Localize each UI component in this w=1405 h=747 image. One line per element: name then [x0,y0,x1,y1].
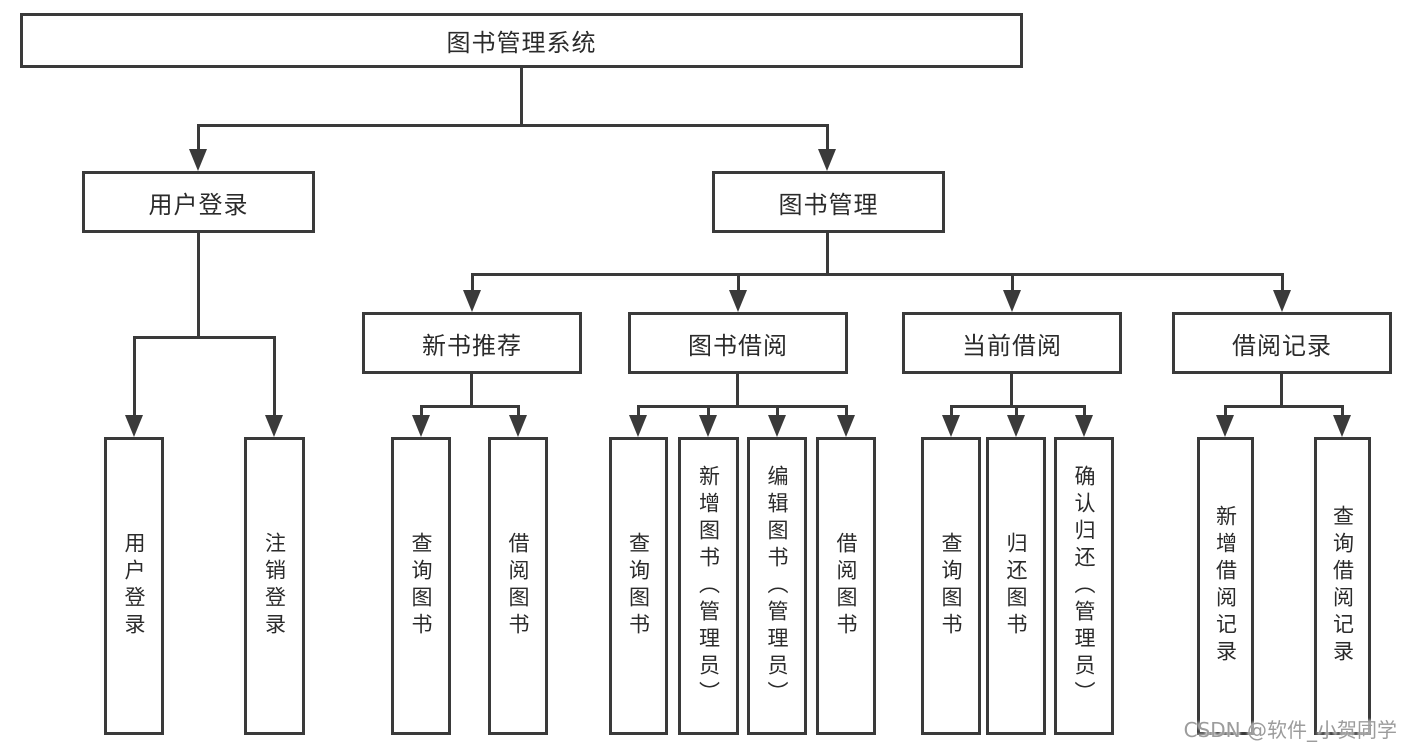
arrow-down-icon [412,415,430,437]
connector-line [1011,273,1014,292]
arrow-down-icon [463,290,481,312]
node-label: 查询图书 [939,532,963,640]
connector-line [517,405,520,417]
leaf-add-books-admin: 新增图书（管理员） [678,437,739,735]
leaf-borrow-books-borrowing: 借阅图书 [816,437,876,735]
node-label: 新增图书（管理员） [696,464,721,708]
node-label: 借阅图书 [506,532,530,640]
connector-line [197,124,829,127]
arrow-down-icon [509,415,527,437]
node-label: 新书推荐 [422,331,522,360]
node-new-book-recommend: 新书推荐 [362,312,582,374]
arrow-down-icon [1075,415,1093,437]
arrow-down-icon [837,415,855,437]
connector-line [133,336,136,417]
connector-line [1010,374,1013,408]
leaf-confirm-return-admin: 确认归还（管理员） [1054,437,1114,735]
connector-line [950,405,1086,408]
node-label: 查询借阅记录 [1330,505,1355,667]
node-label: 注销登录 [262,532,287,640]
node-label: 查询图书 [409,532,433,640]
node-book-management: 图书管理 [712,171,945,233]
leaf-user-login: 用户登录 [104,437,164,735]
connector-line [471,273,1283,276]
connector-line [826,233,829,276]
connector-line [1280,374,1283,408]
node-label: 编辑图书（管理员） [765,464,789,708]
leaf-query-borrow-record: 查询借阅记录 [1314,437,1371,735]
node-label: 确认归还（管理员） [1072,464,1096,708]
arrow-down-icon [1003,290,1021,312]
arrow-down-icon [1007,415,1025,437]
arrow-down-icon [629,415,647,437]
connector-line [776,405,779,417]
arrow-down-icon [265,415,283,437]
node-current-borrowing: 当前借阅 [902,312,1122,374]
connector-line [845,405,848,417]
arrow-down-icon [189,149,207,171]
connector-line [950,405,953,417]
node-label: 借阅图书 [834,532,858,640]
node-label: 用户登录 [148,190,249,219]
leaf-query-books-current: 查询图书 [921,437,981,735]
node-book-borrowing: 图书借阅 [628,312,848,374]
node-label: 图书借阅 [688,331,788,360]
node-label: 归还图书 [1004,532,1028,640]
connector-line [273,336,276,417]
arrow-down-icon [942,415,960,437]
node-label: 新增借阅记录 [1213,505,1238,667]
node-label: 借阅记录 [1232,331,1332,360]
connector-line [1015,405,1018,417]
connector-line [736,374,739,408]
leaf-edit-books-admin: 编辑图书（管理员） [747,437,807,735]
arrow-down-icon [818,149,836,171]
connector-line [470,374,473,408]
connector-line [133,336,276,339]
leaf-return-books: 归还图书 [986,437,1046,735]
arrow-down-icon [729,290,747,312]
watermark: CSDN @软件_小贺同学 [1183,718,1397,742]
connector-line [1224,405,1227,417]
connector-line [707,405,710,417]
connector-line [197,124,200,151]
leaf-add-borrow-record: 新增借阅记录 [1197,437,1254,735]
connector-line [1083,405,1086,417]
leaf-logout-login: 注销登录 [244,437,305,735]
leaf-query-books-borrowing: 查询图书 [609,437,668,735]
arrow-down-icon [699,415,717,437]
arrow-down-icon [1333,415,1351,437]
connector-line [1224,405,1344,408]
arrow-down-icon [768,415,786,437]
node-borrow-records: 借阅记录 [1172,312,1392,374]
connector-line [1341,405,1344,417]
node-book-management-system: 图书管理系统 [20,13,1023,68]
connector-line [420,405,520,408]
connector-line [826,124,829,151]
connector-line [197,233,200,339]
connector-line [637,405,848,408]
connector-line [420,405,423,417]
arrow-down-icon [1216,415,1234,437]
connector-line [471,273,474,292]
connector-line [637,405,640,417]
node-label: 查询图书 [626,532,651,640]
node-label: 用户登录 [122,532,146,640]
arrow-down-icon [1273,290,1291,312]
leaf-borrow-books-recommend: 借阅图书 [488,437,548,735]
leaf-query-books-recommend: 查询图书 [391,437,451,735]
connector-line [520,68,523,127]
node-label: 图书管理系统 [446,29,597,57]
node-label: 当前借阅 [962,331,1062,360]
node-label: 图书管理 [778,190,879,219]
connector-line [1281,273,1284,292]
node-user-login: 用户登录 [82,171,315,233]
connector-line [737,273,740,292]
arrow-down-icon [125,415,143,437]
